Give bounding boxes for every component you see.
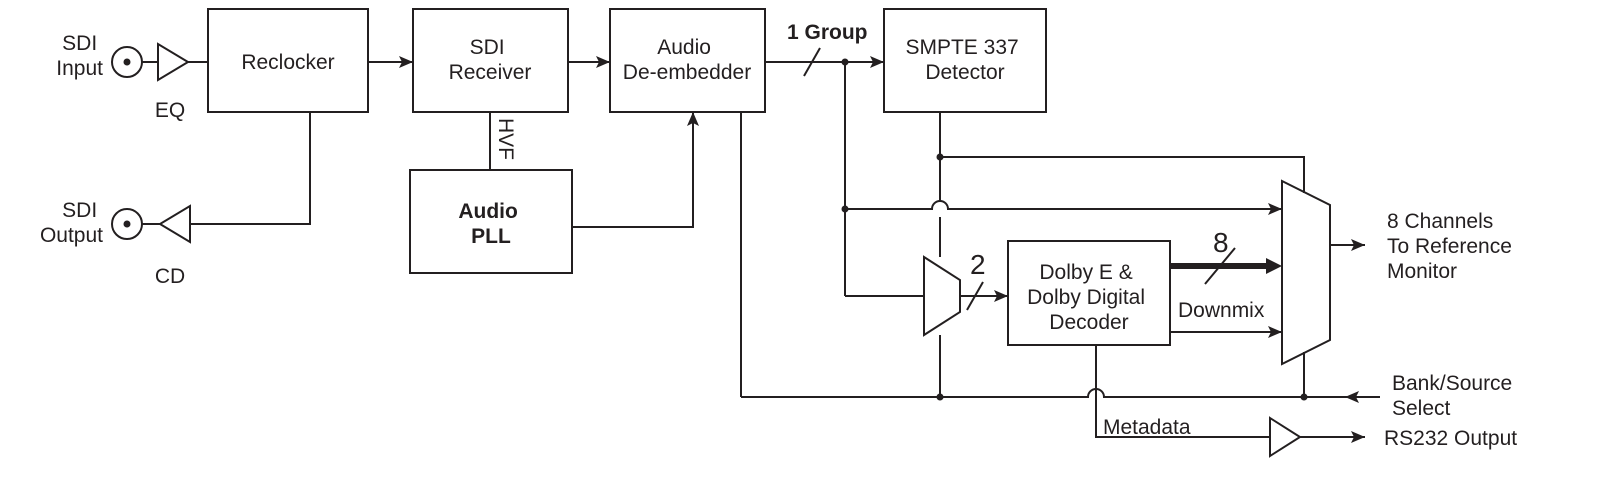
reclocker-block (207, 8, 369, 113)
smpte-detector-label-line1: SMPTE 337 (905, 36, 1018, 59)
cd-label: CD (155, 265, 185, 288)
dolby-decoder-label-line2: Dolby Digital (1027, 286, 1145, 309)
sdi-input-label-line1: SDI (62, 32, 97, 55)
bank-select-label-line2: Select (1392, 397, 1451, 420)
downmix-label: Downmix (1178, 299, 1265, 322)
svg-text:SDI Output: SDI Output (40, 199, 103, 247)
audio-deembedder-label-line1: Audio (657, 36, 711, 59)
audio-deembedder-label-line2: De-embedder (623, 61, 751, 84)
one-group-label: 1 Group (787, 21, 868, 44)
sdi-output-connector (111, 208, 143, 240)
dolby-decoder-label-line3: Decoder (1049, 311, 1128, 334)
sdi-output-label-line2: Output (40, 224, 103, 247)
dolby-decoder-block (1007, 240, 1171, 346)
smpte-detector-label-line2: Detector (925, 61, 1004, 84)
sdi-receiver-label-line2: Receiver (449, 61, 532, 84)
audio-pll-block (409, 169, 573, 274)
sdi-output-label-line1: SDI (62, 199, 97, 222)
two-channel-label: 2 (970, 249, 986, 280)
svg-text:Audio De-embedder: Audio De-embedder (623, 36, 751, 84)
smpte-337-detector-block (883, 8, 1047, 113)
channels-out-label-line1: 8 Channels (1387, 210, 1493, 233)
svg-text:Audio PLL: Audio PLL (458, 200, 523, 248)
svg-text:Dolby E & Dolby Digital: Dolby E & Dolby Digital Decoder (1027, 261, 1151, 334)
svg-text:8 Channels To Reference: 8 Channels To Reference Monitor (1387, 210, 1518, 283)
eight-channel-label: 8 (1213, 227, 1229, 258)
sdi-receiver-label-line1: SDI (470, 36, 505, 59)
hvf-label: HVF (494, 118, 517, 160)
dolby-decoder-label-line1: Dolby E & (1039, 261, 1132, 284)
input-selector-mux (923, 255, 961, 337)
audio-pll-label-line2: PLL (471, 225, 511, 248)
audio-deembedder-block (609, 8, 766, 113)
cd-amplifier (158, 204, 191, 244)
sdi-input-connector (111, 46, 143, 78)
rs232-output-label: RS232 Output (1384, 427, 1517, 450)
svg-text:SMPTE 337 Detector: SMPTE 337 Detector (905, 36, 1024, 84)
svg-text:SDI Receiver: SDI Receiver (449, 36, 532, 84)
eq-label: EQ (155, 99, 185, 122)
bank-select-label-line1: Bank/Source (1392, 372, 1512, 395)
metadata-label: Metadata (1103, 416, 1191, 439)
rs232-amplifier (1269, 416, 1302, 458)
sdi-input-label-line2: Input (56, 57, 103, 80)
eq-amplifier (157, 42, 190, 82)
svg-text:SDI Input: SDI Input (56, 32, 103, 80)
output-multiplexer (1281, 179, 1331, 366)
audio-pll-label-line1: Audio (458, 200, 517, 223)
channels-out-label-line3: Monitor (1387, 260, 1457, 283)
reclocker-label: Reclocker (241, 51, 334, 74)
channels-out-label-line2: To Reference (1387, 235, 1512, 258)
svg-text:Bank/Source Select: Bank/Source Select (1392, 372, 1518, 420)
